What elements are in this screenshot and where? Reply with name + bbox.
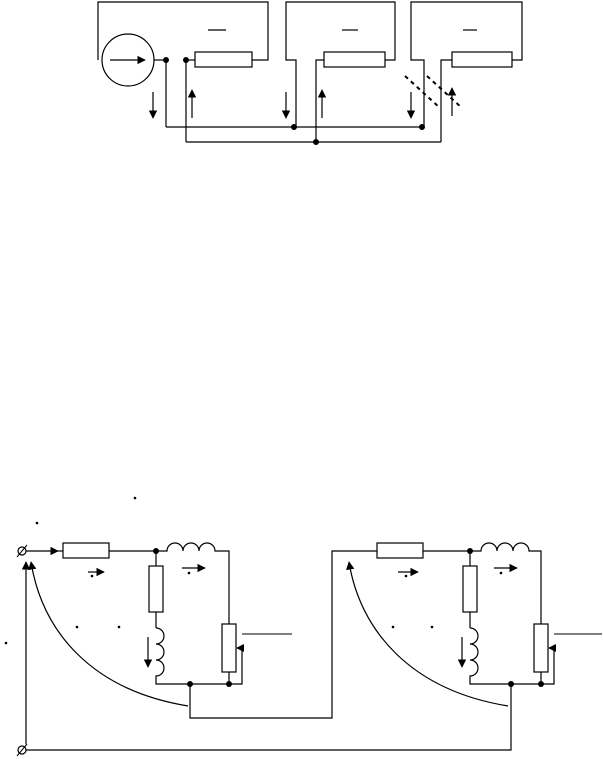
- dot-mark: [90, 574, 94, 578]
- dot-mark: [391, 625, 395, 629]
- dot-mark: [133, 496, 137, 500]
- stage-1-series-inductor: [156, 542, 230, 624]
- voltage-curve-arrow: [28, 561, 189, 707]
- junction-node: [313, 139, 319, 145]
- dot-mark: [404, 574, 408, 578]
- stage-1-rheostat: [221, 623, 237, 673]
- dot-mark: [499, 571, 503, 575]
- terminal-slash: [16, 743, 28, 757]
- stage-2-rheostat: [533, 623, 549, 673]
- return-wire: [26, 684, 512, 751]
- section-2-frame: [285, 1, 396, 127]
- stage-1-series-resistor: [62, 542, 110, 559]
- section-1-frame: [97, 1, 269, 61]
- interstage-wire: [189, 550, 377, 719]
- stage-1-shunt-inductor: [155, 627, 229, 685]
- dot-mark: [430, 625, 434, 629]
- stage-2-series-inductor: [470, 542, 542, 624]
- dot-mark: [75, 625, 79, 629]
- dot-mark: [117, 625, 121, 629]
- wiper-arrowhead: [548, 644, 556, 652]
- dot-mark: [187, 571, 191, 575]
- wire: [315, 59, 324, 142]
- stage-1-shunt-resistor: [148, 565, 164, 613]
- dot-mark: [4, 641, 8, 645]
- bottom-circuit: [4, 496, 602, 757]
- break-mark: [404, 75, 441, 109]
- stage-2-shunt-resistor: [462, 565, 478, 613]
- junction-node: [419, 124, 425, 130]
- wire: [440, 59, 452, 142]
- load-2-resistor: [323, 51, 386, 68]
- wiper-arrowhead: [236, 644, 244, 652]
- voltage-curve-arrow: [346, 561, 509, 707]
- section-3-frame: [410, 1, 523, 127]
- junction-node: [291, 124, 297, 130]
- break-mark: [426, 75, 463, 109]
- terminal-slash: [16, 544, 28, 558]
- junction-node: [226, 681, 232, 687]
- load-3-resistor: [451, 51, 513, 68]
- dot-mark: [35, 521, 39, 525]
- load-1-resistor: [194, 51, 253, 68]
- stage-2-shunt-inductor: [469, 627, 541, 685]
- stage-2-series-resistor: [376, 542, 424, 559]
- junction-node: [538, 681, 544, 687]
- top-circuit: [97, 1, 523, 145]
